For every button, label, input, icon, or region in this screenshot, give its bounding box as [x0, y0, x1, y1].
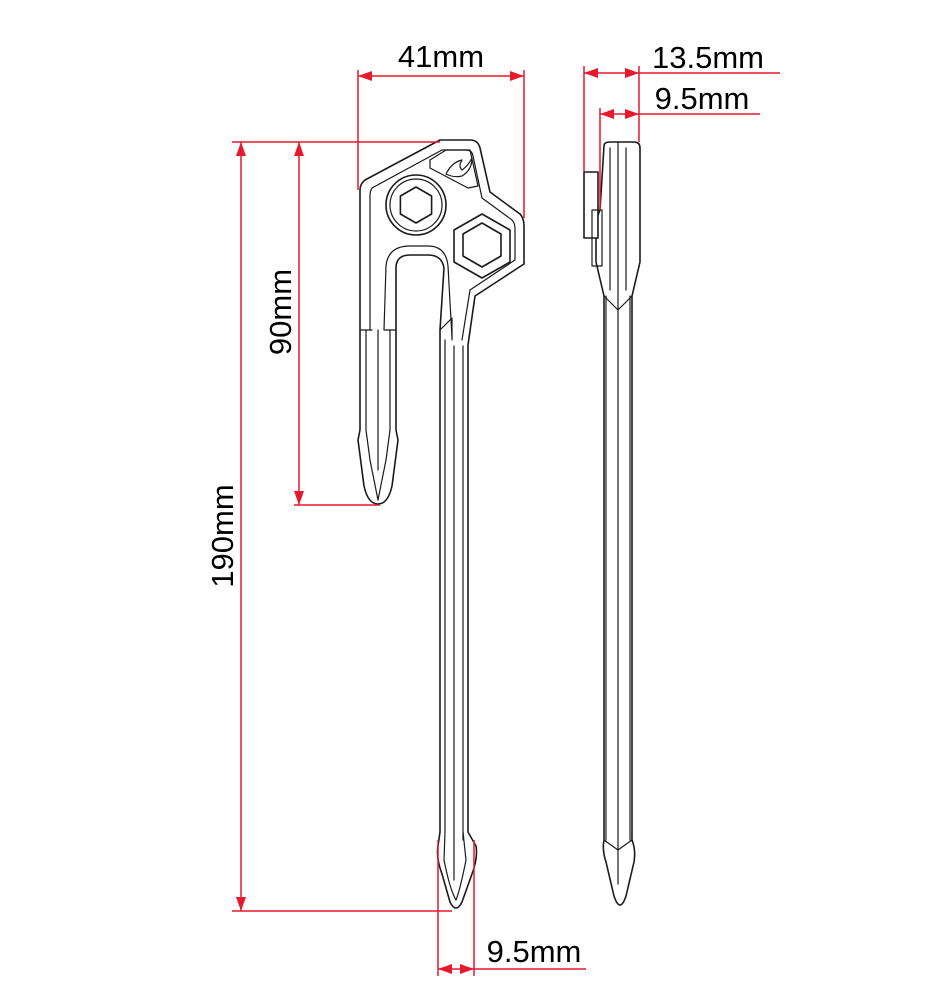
- front-view-peg: [357, 139, 525, 909]
- hex-socket-small: [385, 174, 447, 236]
- arrow-head: [625, 68, 639, 78]
- dimension-lines: [232, 66, 780, 976]
- bird-logo-icon: [445, 157, 473, 178]
- arrow-head: [236, 897, 246, 911]
- hex-socket-large-outer: [453, 213, 511, 279]
- arrow-head: [625, 109, 639, 119]
- logo-badge: [429, 149, 479, 189]
- side-head-notch: [591, 209, 603, 267]
- side-ridge-line: [603, 839, 633, 851]
- arrow-head: [438, 964, 452, 974]
- arrow-head: [510, 71, 524, 81]
- side-ridge-line: [603, 295, 633, 311]
- arrow-head: [236, 142, 246, 156]
- logo-badge-outline: [429, 149, 479, 189]
- hex-socket-small-ring-inner: [389, 178, 443, 232]
- arrow-head: [358, 71, 372, 81]
- dim-label-90mm: 90mm: [263, 269, 298, 355]
- groove-line: [455, 831, 467, 901]
- arrow-head: [600, 109, 614, 119]
- dim-label-13-5mm: 13.5mm: [652, 40, 764, 75]
- arrow-head: [294, 491, 304, 505]
- dim-label-190mm: 190mm: [205, 484, 240, 587]
- groove-line: [365, 429, 379, 501]
- peg-front-outline: [357, 139, 525, 909]
- long-shaft-grooves: [439, 317, 467, 901]
- hex-socket-icon: [399, 186, 433, 224]
- groove-line: [377, 429, 391, 501]
- groove-line: [439, 317, 453, 341]
- hex-socket-large: [453, 213, 511, 279]
- short-leg-grooves: [359, 329, 397, 501]
- arrow-head: [294, 142, 304, 156]
- hex-socket-icon: [462, 222, 502, 268]
- dimension-labels: 41mm 13.5mm 9.5mm 190mm 90mm 9.5mm: [205, 39, 764, 969]
- arrow-head: [584, 68, 598, 78]
- dim-label-side-9-5mm: 9.5mm: [655, 81, 750, 116]
- arrow-head: [460, 964, 474, 974]
- dim-label-41mm: 41mm: [398, 39, 484, 74]
- side-head-block: [583, 171, 599, 239]
- hex-socket-small-ring: [385, 174, 447, 236]
- dim-label-bottom-9-5mm: 9.5mm: [487, 934, 582, 969]
- groove-line: [443, 831, 457, 901]
- side-view-peg: [583, 141, 641, 906]
